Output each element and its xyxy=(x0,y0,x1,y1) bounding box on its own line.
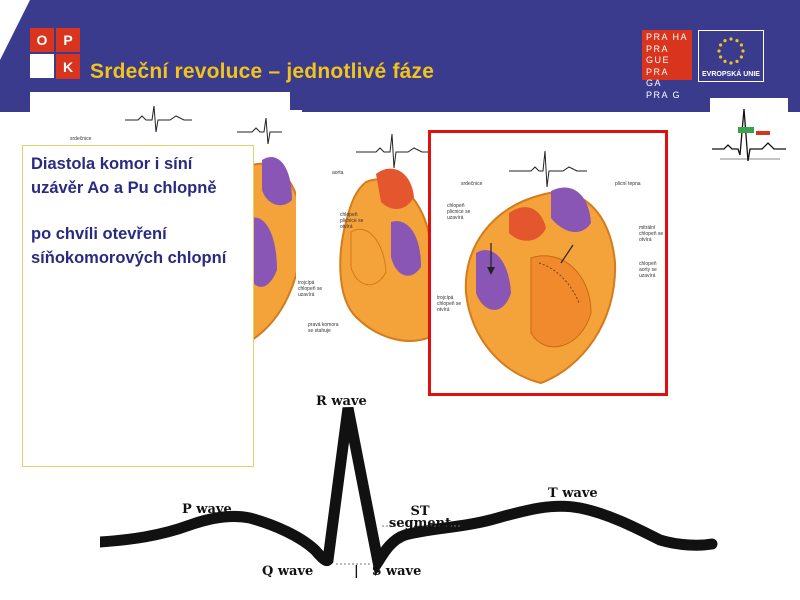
description-gap xyxy=(31,200,245,222)
praha-logo: PRA HA PRA GUE PRA GA PRA G xyxy=(642,30,692,100)
heart-diagram-icon xyxy=(339,133,430,342)
opp-logo-letter: O xyxy=(30,28,54,52)
r-wave-label: R wave xyxy=(316,394,367,409)
heart-label: pravá komora se stahuje xyxy=(308,322,339,334)
heart-diagram-icon xyxy=(464,150,617,385)
description-line-1: Diastola komor i síní uzávěr Ao a Pu chl… xyxy=(31,155,217,197)
praha-logo-line: PRA GUE xyxy=(646,43,671,66)
ecg-waveform: R wave P wave T wave ST segment Q wave |… xyxy=(94,390,720,590)
eu-logo: EVROPSKÁ UNIE xyxy=(698,30,764,82)
heart-label: chlopeň aorty se uzavírá xyxy=(639,261,657,279)
praha-logo-line: PRA G xyxy=(646,89,682,100)
praha-logo-line: PRA HA xyxy=(646,32,689,42)
heart-label: srdečnice xyxy=(461,181,483,187)
t-wave-label: T wave xyxy=(548,486,598,501)
heart-label: mitrální chlopeň se otvírá xyxy=(639,225,664,243)
ecg-thumbnail xyxy=(710,99,788,177)
page-title: Srdeční revoluce – jednotlivé fáze xyxy=(90,60,435,83)
opp-logo-letter-k: K xyxy=(56,55,80,79)
p-wave-label: P wave xyxy=(182,502,232,517)
opp-logo-letter: P xyxy=(56,28,80,52)
description-line-2: po chvíli otevření síňokomorových chlopn… xyxy=(31,225,227,267)
description-box: Diastola komor i síní uzávěr Ao a Pu chl… xyxy=(22,145,254,467)
heart-label: trojcípá chlopeň se uzavírá xyxy=(298,280,323,298)
heart-label: plicní tepna xyxy=(615,181,641,187)
heart-label: aorta xyxy=(332,170,344,176)
highlighted-heart-frame: srdečnice plicní tepna chlopeň plicnice … xyxy=(428,130,668,396)
q-s-separator: | xyxy=(354,564,359,579)
st-segment-label: ST segment xyxy=(388,504,452,531)
heart-illustration-3: aorta chlopeň plicnice se otvírá trojcíp… xyxy=(296,112,430,352)
opp-logo-white-square xyxy=(30,54,54,78)
header-corner-wedge xyxy=(0,0,30,60)
s-wave-label: S wave xyxy=(372,564,422,579)
heart-label: chlopeň plicnice se uzavírá xyxy=(447,203,471,221)
ecg-trace-icon xyxy=(94,406,718,577)
eu-stars-icon xyxy=(717,37,745,65)
q-wave-label: Q wave xyxy=(262,564,314,579)
eu-label: EVROPSKÁ UNIE xyxy=(702,71,760,78)
praha-logo-line: PRA GA xyxy=(646,66,669,89)
heart-label: chlopeň plicnice se otvírá xyxy=(340,212,364,230)
ecg-thumbnail-icon xyxy=(712,108,786,162)
heart-label: trojcípá chlopeň se otvírá xyxy=(437,295,462,313)
heart-label: srdečnice xyxy=(70,136,92,142)
